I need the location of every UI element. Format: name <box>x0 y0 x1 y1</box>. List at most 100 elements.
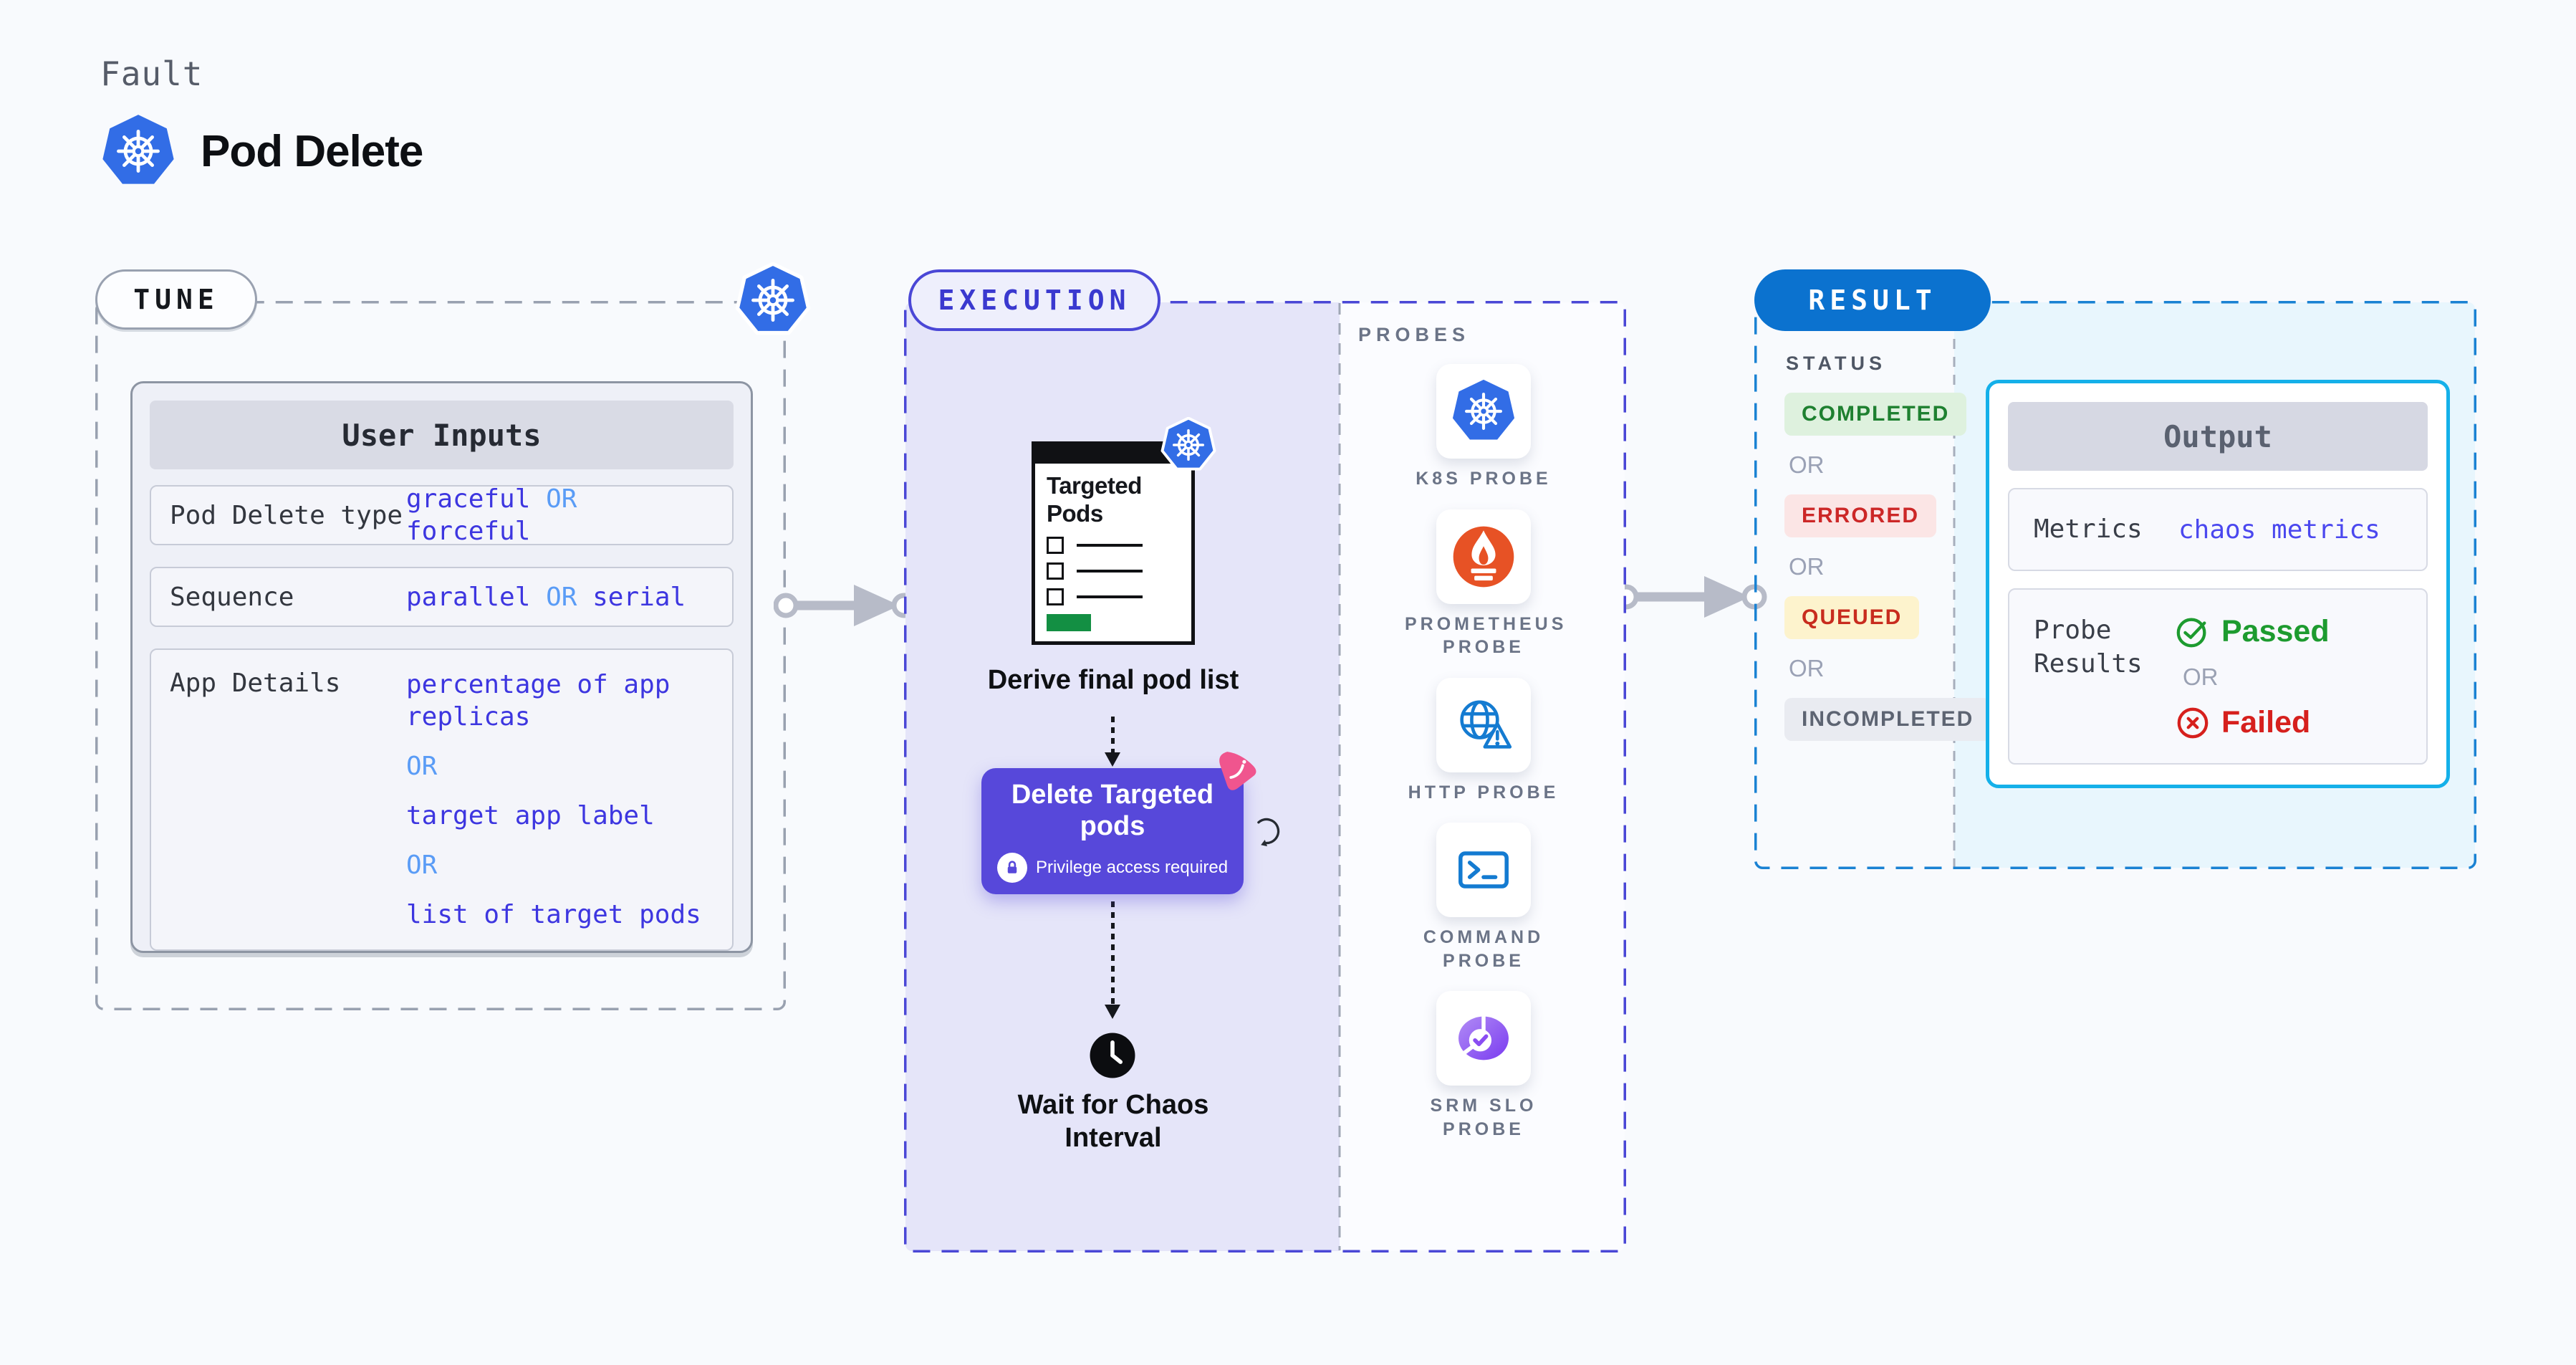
input-row-pod-delete-type: Pod Delete type graceful OR forceful <box>150 483 734 547</box>
fault-eyebrow: Fault <box>100 54 203 93</box>
privilege-note: Privilege access required <box>996 852 1229 883</box>
input-value: serial <box>592 582 686 612</box>
status-badge-completed: COMPLETED <box>1784 393 1967 436</box>
input-values: percentage of app replicas OR target app… <box>406 669 713 931</box>
pods-icon-title: Targeted Pods <box>1047 472 1142 527</box>
pods-checklist-row <box>1047 588 1180 605</box>
status-badge-incompleted: INCOMPLETED <box>1784 698 1991 741</box>
pods-checklist-row <box>1047 562 1180 580</box>
page-title: Pod Delete <box>201 126 423 176</box>
terminal-icon <box>1451 837 1517 903</box>
list-line <box>1077 543 1143 547</box>
arrow-down-icon <box>1105 752 1120 767</box>
probe-item-http: HTTP PROBE <box>1408 677 1559 805</box>
failed-verdict: Failed <box>2176 705 2330 740</box>
kubernetes-icon <box>1451 378 1517 444</box>
probe-card <box>1436 677 1531 772</box>
delete-step-title: Delete Targeted pods <box>1011 780 1214 841</box>
status-badge-errored: ERRORED <box>1784 494 1937 537</box>
litmus-chaos-icon <box>1213 748 1259 794</box>
arrow-down-icon <box>1105 1005 1120 1019</box>
or-separator: OR <box>1789 451 1825 478</box>
list-line <box>1077 569 1143 573</box>
probe-card <box>1436 823 1531 917</box>
input-row-app-details: App Details percentage of app replicas O… <box>150 648 734 951</box>
privilege-note-text: Privilege access required <box>1035 857 1229 877</box>
output-card: Output Metrics chaos metrics Probe Resul… <box>1986 380 2450 788</box>
probe-card <box>1436 991 1531 1086</box>
checkbox-icon <box>1047 536 1064 554</box>
delete-targeted-pods-step: Delete Targeted pods Privilege access re… <box>981 768 1244 894</box>
probe-label: COMMAND PROBE <box>1423 927 1544 971</box>
metrics-row: Metrics chaos metrics <box>2008 488 2428 571</box>
prometheus-icon <box>1451 524 1517 590</box>
status-badge-queued: QUEUED <box>1784 596 1920 639</box>
probe-verdicts: Passed OR Failed <box>2176 614 2330 740</box>
or-separator: OR <box>1789 553 1825 580</box>
input-value: graceful <box>406 484 531 514</box>
flow-connector <box>1111 901 1115 1006</box>
title-row: Pod Delete <box>100 113 423 189</box>
metrics-label: Metrics <box>2034 514 2143 544</box>
kubernetes-icon <box>100 113 176 189</box>
status-title: STATUS <box>1786 353 1886 374</box>
metrics-value: chaos metrics <box>2178 514 2380 545</box>
lock-icon <box>996 852 1027 883</box>
clock-icon <box>1087 1030 1138 1081</box>
probe-label: SRM SLO PROBE <box>1430 1096 1537 1139</box>
failed-text: Failed <box>2221 705 2311 739</box>
or-separator: OR <box>406 851 438 880</box>
check-circle-icon <box>2176 615 2210 649</box>
probe-item-command: COMMAND PROBE <box>1405 823 1562 972</box>
flow-connector <box>1111 717 1115 754</box>
execution-badge: EXECUTION <box>908 269 1160 331</box>
probes-list: K8S PROBE PROMETHEUS PROBE HTTP PROBE CO… <box>1341 364 1626 1141</box>
input-value: parallel <box>406 582 531 612</box>
input-value: list of target pods <box>406 900 701 929</box>
wait-chaos-interval-step: Wait for Chaos Interval <box>1017 1090 1209 1153</box>
tune-to-execution-arrow <box>774 585 917 626</box>
checkbox-icon <box>1047 562 1064 580</box>
progress-bar <box>1047 613 1091 631</box>
probes-title: PROBES <box>1358 324 1471 345</box>
user-inputs-card: User Inputs Pod Delete type graceful OR … <box>130 381 753 953</box>
retry-loop-icon <box>1249 814 1284 848</box>
tune-badge: TUNE <box>95 269 257 330</box>
input-values: parallel OR serial <box>406 581 713 613</box>
or-separator: OR <box>546 484 577 514</box>
input-label: Pod Delete type <box>170 500 403 530</box>
probe-item-prometheus: PROMETHEUS PROBE <box>1405 509 1563 659</box>
derive-pod-list-step: Derive final pod list <box>987 665 1239 695</box>
probe-results-label: Probe Results <box>2034 616 2143 679</box>
status-options-list: COMPLETED OR ERRORED OR QUEUED OR INCOMP… <box>1784 393 1991 741</box>
or-separator: OR <box>1789 655 1825 681</box>
or-separator: OR <box>406 752 438 781</box>
probe-label: K8S PROBE <box>1416 469 1552 489</box>
kubernetes-icon <box>735 262 811 338</box>
input-value: percentage of app replicas <box>406 670 671 732</box>
or-separator: OR <box>2183 664 2219 690</box>
checkbox-icon <box>1047 588 1064 605</box>
result-badge: RESULT <box>1754 269 1991 331</box>
kubernetes-icon <box>1160 417 1216 473</box>
probe-item-srm-slo: SRM SLO PROBE <box>1405 991 1562 1141</box>
input-label: Sequence <box>170 582 294 612</box>
x-circle-icon <box>2176 706 2210 740</box>
or-separator: OR <box>546 582 577 612</box>
list-line <box>1077 595 1143 598</box>
input-value: target app label <box>406 801 655 830</box>
input-value: forceful <box>406 517 531 546</box>
input-row-sequence: Sequence parallel OR serial <box>150 567 734 627</box>
probe-results-row: Probe Results Passed OR Failed <box>2008 588 2428 765</box>
globe-warning-icon <box>1451 692 1517 758</box>
input-label: App Details <box>170 669 341 698</box>
probe-card <box>1436 509 1531 604</box>
pods-checklist-row <box>1047 536 1180 554</box>
user-inputs-title: User Inputs <box>150 401 734 469</box>
probe-item-k8s: K8S PROBE <box>1416 364 1551 491</box>
input-values: graceful OR forceful <box>406 483 713 547</box>
probe-label: HTTP PROBE <box>1408 782 1559 803</box>
output-title: Output <box>2008 402 2428 471</box>
execution-to-result-arrow <box>1614 576 1767 618</box>
